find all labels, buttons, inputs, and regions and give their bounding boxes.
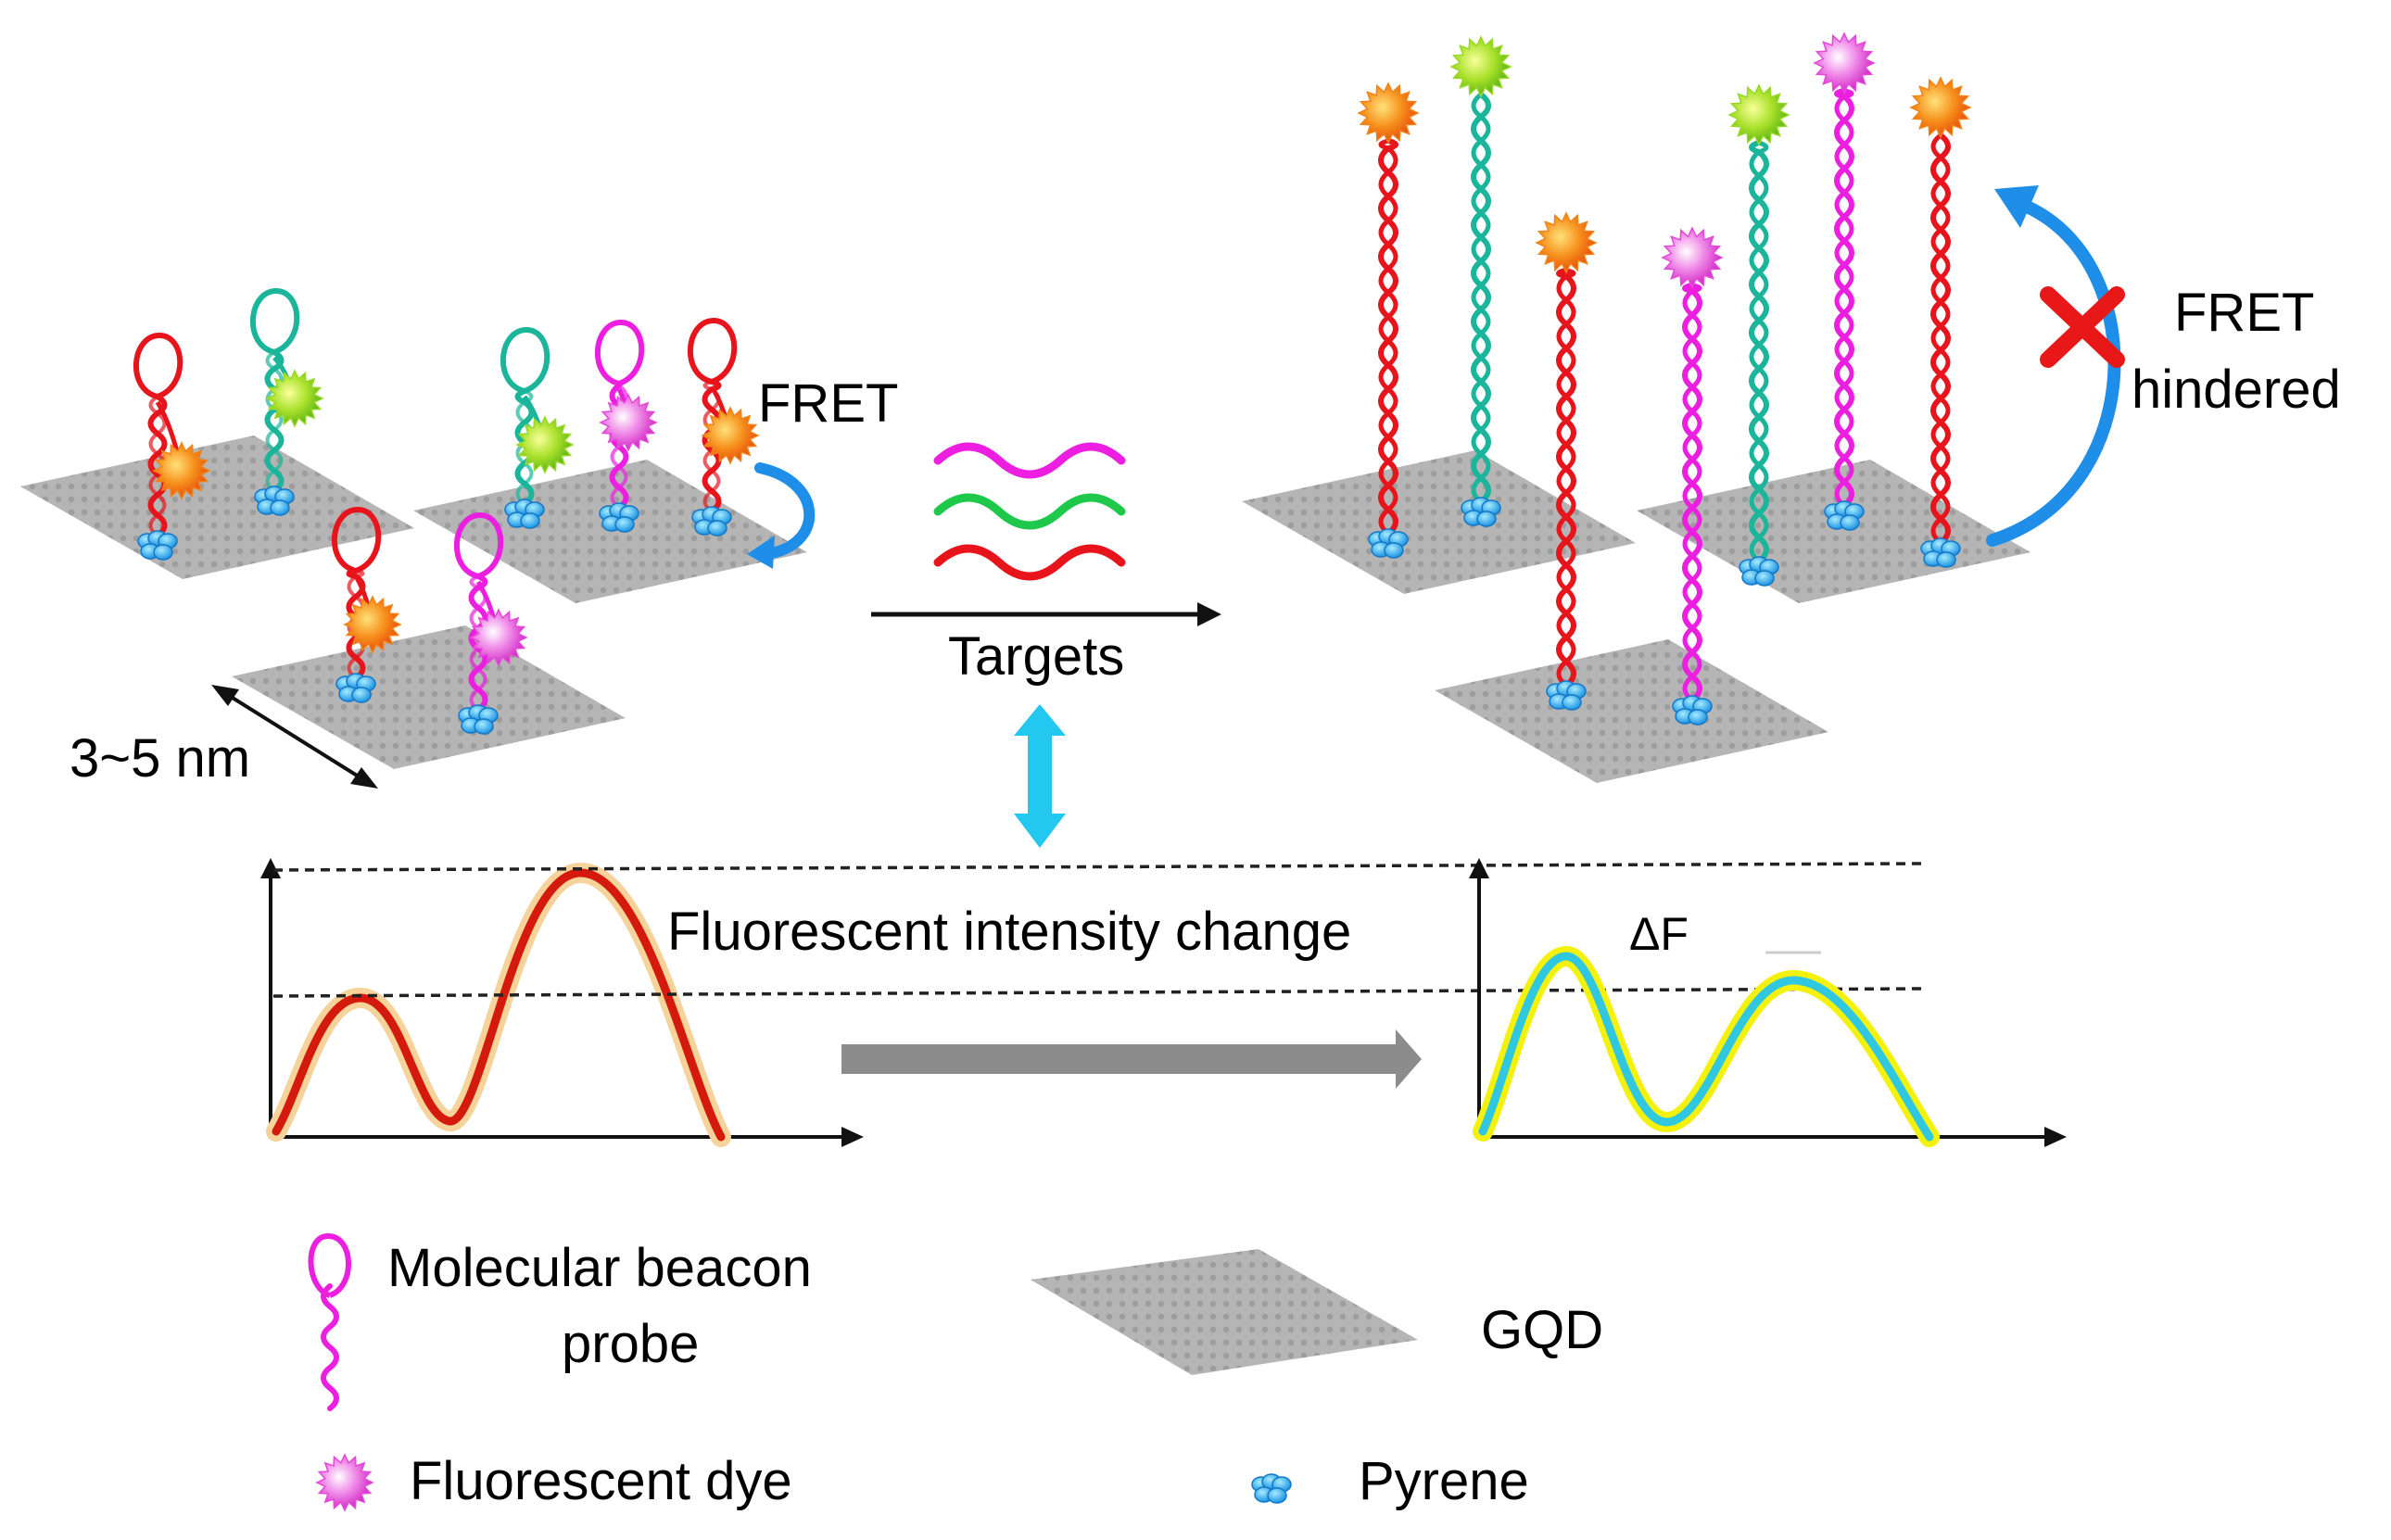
fluorescent-dye-icon [469, 608, 528, 667]
pyrene-icon [1546, 680, 1587, 711]
pyrene-icon [137, 530, 178, 561]
gqd-sheet [1242, 450, 1636, 594]
transition-arrow [841, 1029, 1422, 1089]
legend-beacon-label-1: Molecular beacon [387, 1238, 812, 1298]
size-arrow [211, 685, 378, 789]
gqd-sheets-before [20, 435, 807, 769]
fluorescent-dye-icon [599, 393, 658, 452]
delta-f-label: ΔF [1629, 908, 1689, 960]
hindered-fret-arrow [1986, 185, 2121, 547]
hybridized-probe [1813, 32, 1876, 531]
fluorescent-dye-icon [515, 415, 575, 474]
legend-beacon-label-2: probe [562, 1314, 699, 1374]
pyrene-icon [335, 673, 376, 703]
hybridized-probes [1357, 32, 1972, 726]
spectrum-after [1469, 858, 2067, 1147]
fluorescent-dye-icon [315, 1453, 374, 1512]
targets-label: Targets [948, 626, 1124, 687]
fluorescent-dye-icon [315, 1453, 374, 1512]
molecular-beacon-icon [308, 1232, 351, 1411]
fluorescent-dye-icon [1813, 32, 1876, 95]
hybridized-probe [1727, 83, 1790, 587]
fret-label: FRET [758, 373, 898, 434]
fluorescent-dye-icon [1661, 226, 1724, 289]
hybridized-probe [1909, 76, 1972, 568]
gqd-sheet [1435, 639, 1828, 783]
fluorescent-dye-icon [1535, 211, 1598, 274]
pyrene-icon [1672, 695, 1713, 726]
pyrene-icon [504, 499, 545, 529]
pyrene-icon [1368, 528, 1409, 559]
molecular-beacon-probe [454, 511, 528, 735]
pyrene-icon [599, 502, 639, 533]
molecular-beacon-probe [332, 506, 402, 703]
pyrene-icon [1739, 556, 1779, 587]
pyrene-icon [254, 486, 295, 516]
gqd-cluster-before [20, 287, 816, 789]
pyrene-icon [1461, 497, 1501, 527]
spectrum-before [260, 858, 864, 1147]
legend: Molecular beacon probe Fluorescent dye G… [308, 1232, 1603, 1512]
size-label: 3~5 nm [70, 728, 250, 789]
pyrene-icon [1824, 500, 1865, 531]
pyrene-icon [1251, 1473, 1292, 1504]
molecular-beacon-probe [688, 317, 760, 536]
fluorescent-dye-icon [1727, 83, 1790, 146]
hybridized-probe [1535, 211, 1598, 711]
legend-gqd-label: GQD [1481, 1300, 1603, 1360]
fret-curved-arrow [747, 462, 816, 569]
intensity-change-label: Fluorescent intensity change [667, 902, 1351, 962]
fluorescent-dye-icon [1909, 76, 1972, 139]
molecular-beacon-probe [595, 319, 658, 533]
fret-hindered-label-2: hindered [2132, 360, 2341, 420]
gqd-sheet [1637, 460, 2030, 603]
fret-hindered-label-1: FRET [2174, 283, 2314, 343]
molecular-beacon-probe [133, 332, 211, 561]
legend-dye-label: Fluorescent dye [410, 1451, 792, 1511]
pyrene-icon [691, 506, 732, 536]
target-strands [933, 442, 1126, 581]
blocked-cross-icon [2040, 286, 2125, 368]
fluorescent-dye-icon [152, 441, 211, 500]
gqd-sheets-after [1242, 450, 2030, 783]
gqd-sheet [232, 625, 626, 769]
fluorescent-dye-icon [1357, 82, 1420, 145]
reaction-arrow [871, 602, 1221, 626]
hybridized-probe [1449, 35, 1512, 527]
hybridized-probe [1661, 226, 1724, 726]
pyrene-icon [1920, 537, 1961, 568]
molecular-beacon-probe [500, 326, 575, 529]
fluorescent-dye-icon [265, 369, 324, 428]
correspondence-double-arrow [1014, 704, 1066, 848]
gqd-cluster-after [1242, 32, 2125, 783]
fluorescent-dye-icon [701, 406, 760, 465]
legend-pyrene-label: Pyrene [1359, 1451, 1529, 1511]
gqd-legend-icon [1031, 1249, 1418, 1375]
pyrene-icon [458, 704, 499, 735]
hairpin-probes [133, 287, 760, 735]
gqd-sheet [20, 435, 414, 579]
molecular-beacon-probe [250, 287, 324, 516]
pyrene-icon [1251, 1473, 1292, 1504]
fluorescent-dye-icon [343, 595, 402, 654]
hybridized-probe [1357, 82, 1420, 559]
fluorescent-dye-icon [1449, 35, 1512, 98]
